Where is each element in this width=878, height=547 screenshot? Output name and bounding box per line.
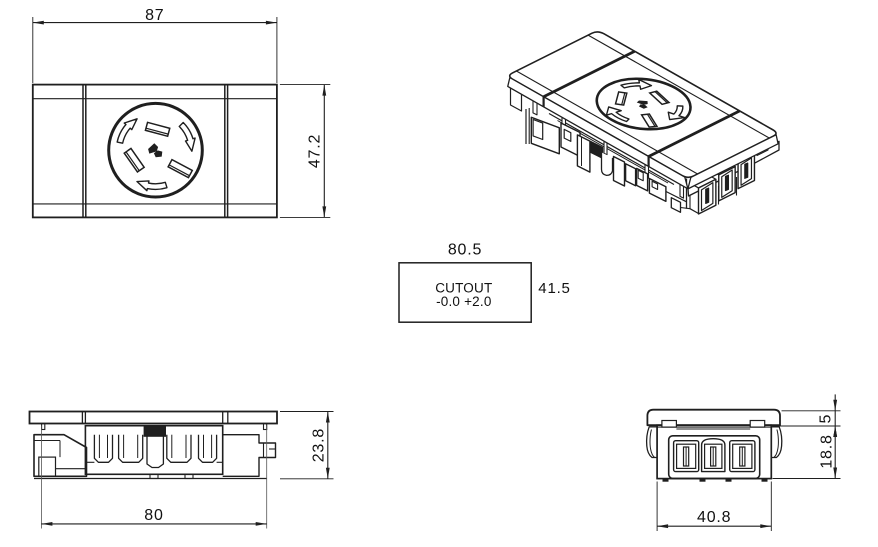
svg-text:40.8: 40.8 (697, 509, 731, 526)
svg-text:47.2: 47.2 (307, 134, 324, 168)
svg-text:80: 80 (144, 507, 163, 524)
svg-text:23.8: 23.8 (311, 428, 328, 462)
svg-text:5: 5 (818, 414, 835, 424)
svg-text:87: 87 (145, 7, 164, 24)
svg-text:CUTOUT: CUTOUT (435, 281, 492, 296)
svg-text:41.5: 41.5 (538, 280, 570, 297)
svg-text:80.5: 80.5 (448, 242, 482, 259)
svg-text:-0.0 +2.0: -0.0 +2.0 (436, 294, 491, 309)
svg-text:18.8: 18.8 (819, 434, 836, 468)
